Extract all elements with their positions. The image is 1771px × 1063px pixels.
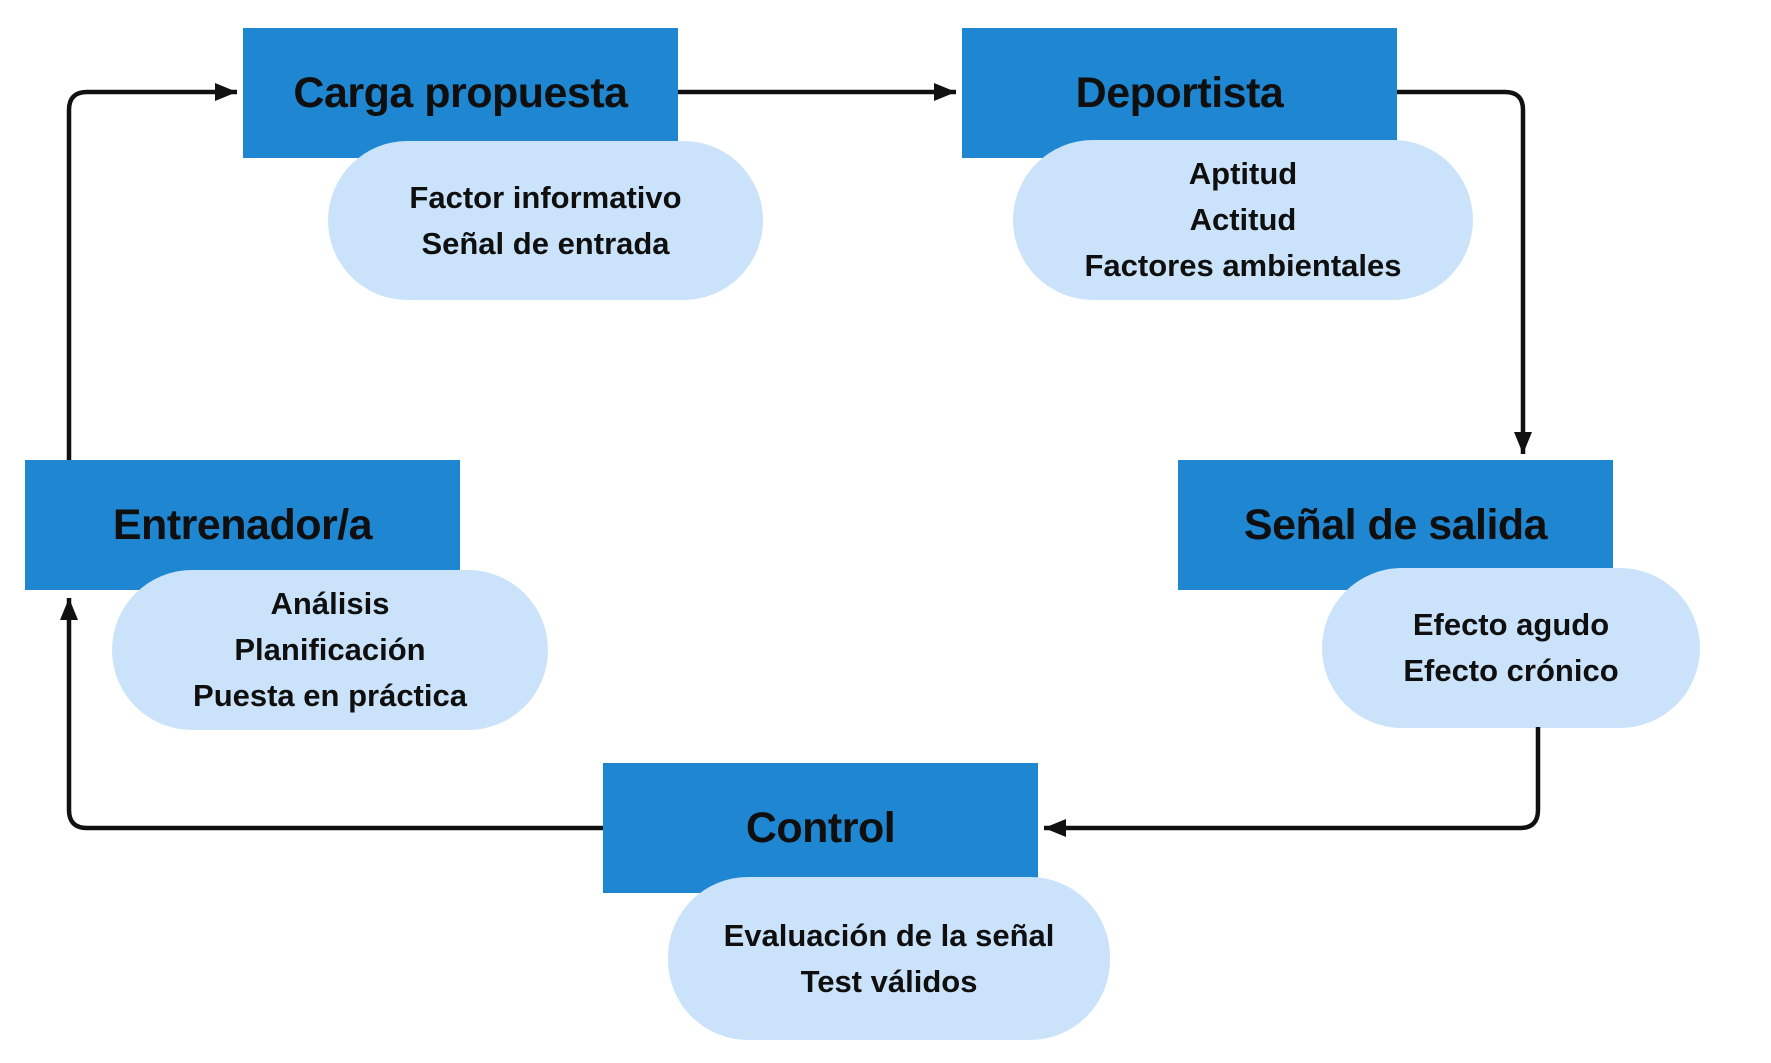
arrow-senal-to-control (1044, 727, 1541, 837)
detail-line: Análisis (270, 586, 390, 622)
node-deportista-details-pill: Aptitud Actitud Factores ambientales (1013, 140, 1473, 300)
node-entrenador-title: Entrenador/a (112, 500, 373, 549)
detail-line: Planificación (234, 632, 426, 668)
detail-line: Puesta en práctica (193, 677, 467, 713)
node-senal-de-salida-details-pill: Efecto agudo Efecto crónico (1322, 568, 1700, 728)
node-senal-de-salida-title: Señal de salida (1243, 500, 1548, 549)
detail-line: Actitud (1189, 202, 1297, 238)
node-entrenador-details-pill: Análisis Planificación Puesta en práctic… (112, 570, 548, 730)
node-carga-propuesta: Carga propuesta (243, 28, 678, 158)
detail-line: Evaluación de la señal (723, 917, 1055, 953)
detail-line: Test válidos (800, 963, 978, 999)
arrow-entrenador-to-carga (66, 83, 237, 460)
detail-line: Factores ambientales (1084, 247, 1402, 283)
node-carga-propuesta-details-pill: Factor informativo Señal de entrada (328, 141, 763, 300)
detail-line: Aptitud (1188, 156, 1298, 192)
detail-line: Efecto agudo (1412, 607, 1610, 643)
node-control-title: Control (745, 803, 896, 852)
node-control-details-pill: Evaluación de la señal Test válidos (668, 877, 1110, 1040)
detail-line: Señal de entrada (421, 225, 670, 261)
node-deportista-title: Deportista (1075, 68, 1284, 117)
detail-line: Efecto crónico (1403, 653, 1619, 688)
node-carga-propuesta-title: Carga propuesta (293, 68, 628, 117)
node-control: Control (603, 763, 1038, 893)
node-deportista: Deportista (962, 28, 1397, 158)
node-entrenador: Entrenador/a (25, 460, 460, 590)
detail-line: Factor informativo (409, 179, 682, 215)
